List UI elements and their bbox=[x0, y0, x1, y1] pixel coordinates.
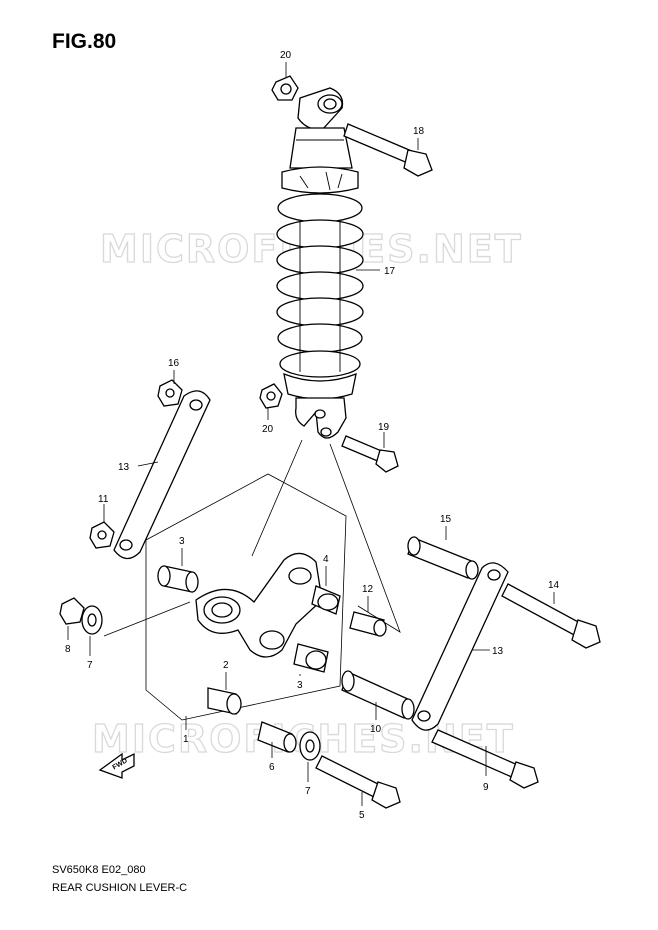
callout-7-bottom: 7 bbox=[305, 786, 311, 797]
bearing-3-lower bbox=[293, 643, 329, 673]
callout-15: 15 bbox=[440, 514, 452, 525]
coil-spring bbox=[276, 193, 364, 378]
bearing-2 bbox=[207, 687, 242, 715]
callout-19: 19 bbox=[378, 422, 390, 433]
cushion-rod-13-right bbox=[411, 562, 509, 731]
callout-7-left: 7 bbox=[87, 660, 93, 671]
nut-11 bbox=[89, 521, 115, 549]
rear-shock-absorber bbox=[276, 87, 364, 439]
callout-4: 4 bbox=[323, 554, 329, 565]
bolt-14 bbox=[501, 583, 601, 649]
spacer-10 bbox=[341, 670, 415, 720]
bearing-4 bbox=[311, 585, 341, 615]
callout-10: 10 bbox=[370, 724, 382, 735]
callout-13-right: 13 bbox=[492, 646, 504, 657]
cushion-rod-13-left bbox=[113, 390, 211, 560]
callout-8: 8 bbox=[65, 644, 71, 655]
assembly-outline bbox=[145, 473, 347, 721]
callout-18: 18 bbox=[413, 126, 425, 137]
callout-5: 5 bbox=[359, 810, 365, 821]
nut-20-top bbox=[271, 75, 299, 101]
callout-3-upper: 3 bbox=[179, 536, 185, 547]
bolt-5 bbox=[315, 755, 401, 809]
nut-8 bbox=[59, 597, 85, 625]
bolt-9 bbox=[431, 729, 539, 789]
callout-12: 12 bbox=[362, 584, 374, 595]
spacer-12 bbox=[349, 611, 387, 637]
spacer-15 bbox=[407, 536, 479, 580]
callout-3-lower: 3 bbox=[297, 680, 303, 691]
bolt-18 bbox=[343, 123, 433, 177]
callout-20-top: 20 bbox=[280, 50, 292, 61]
diagram-name: REAR CUSHION LEVER-C bbox=[52, 882, 188, 894]
callout-20-lower: 20 bbox=[262, 424, 274, 435]
diagram-code: SV650K8 E02_080 bbox=[52, 864, 146, 876]
figure-title: FIG.80 bbox=[52, 30, 117, 53]
washer-7-bottom bbox=[299, 731, 321, 761]
callout-labels: 20 18 17 16 20 19 13 11 15 14 3 4 12 13 … bbox=[65, 50, 560, 821]
cushion-lever bbox=[195, 552, 323, 658]
washer-7-left bbox=[81, 605, 103, 635]
callout-11: 11 bbox=[98, 494, 109, 505]
callout-13-left: 13 bbox=[118, 462, 130, 473]
callout-9: 9 bbox=[483, 782, 489, 793]
bolt-19 bbox=[341, 435, 399, 473]
spacer-6 bbox=[257, 721, 297, 753]
leader-lines bbox=[67, 62, 555, 806]
fwd-arrow-icon: FWD bbox=[98, 752, 135, 779]
callout-2: 2 bbox=[223, 660, 229, 671]
nut-16 bbox=[157, 379, 183, 407]
callout-16: 16 bbox=[168, 358, 180, 369]
callout-6: 6 bbox=[269, 762, 275, 773]
bearing-3-upper bbox=[157, 565, 199, 593]
callout-14: 14 bbox=[548, 580, 560, 591]
nut-20-lower bbox=[259, 383, 283, 409]
callout-17: 17 bbox=[384, 266, 396, 277]
callout-1: 1 bbox=[183, 734, 189, 745]
